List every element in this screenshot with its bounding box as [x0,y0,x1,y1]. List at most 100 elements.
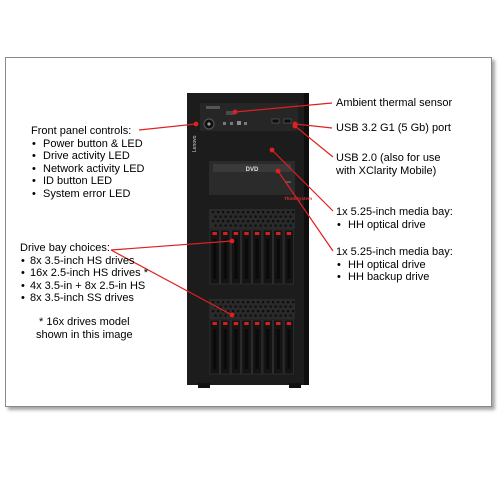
vent-hole [277,310,280,313]
vent-hole [247,211,250,214]
callout-drive-bay-item: 8x 3.5-inch HS drives [20,255,148,268]
callout-usb2: USB 2.0 (also for use with XClarity Mobi… [336,152,441,177]
server-foot-left [198,383,210,388]
vent-hole [279,215,282,218]
vent-hole [264,224,267,227]
vent-hole [284,215,287,218]
vent-hole [292,301,295,304]
brand-logo: Lenovo [192,135,198,152]
drive-tray-tab [244,232,249,235]
vent-hole [262,211,265,214]
vent-hole [232,301,235,304]
callout-media-bay-1-item: HH optical drive [336,219,453,232]
optical-eject-button[interactable] [285,181,291,183]
status-led-network [230,122,233,125]
drive-tray-tab [265,232,270,235]
vent-hole [214,314,217,317]
callout-front-panel-title: Front panel controls: [31,125,132,137]
vent-hole [227,301,230,304]
vent-hole [257,310,260,313]
drive-tray-handle [276,239,280,279]
vent-hole [244,305,247,308]
model-plate [206,106,220,109]
vent-hole [262,220,265,223]
vent-hole [219,215,222,218]
callout-front-panel: Front panel controls: Power button & LED… [31,125,144,200]
vent-hole [282,211,285,214]
vent-hole [239,314,242,317]
vent-hole [274,224,277,227]
vent-hole [267,301,270,304]
vent-hole [272,220,275,223]
vent-hole [277,301,280,304]
drive-tray-tab [265,322,270,325]
drive-tray-tab [212,232,217,235]
vent-hole [292,211,295,214]
usb2-port[interactable] [283,118,292,124]
vent-hole [234,305,237,308]
vent-hole [264,305,267,308]
vent-hole [272,211,275,214]
vent-hole [259,314,262,317]
vent-hole [212,301,215,304]
callout-drive-bay-item: 4x 3.5-in + 8x 2.5-in HS [20,280,148,293]
vent-hole [239,305,242,308]
vent-hole [239,224,242,227]
vent-hole [287,220,290,223]
vent-hole [257,211,260,214]
vent-hole [289,314,292,317]
drive-tray-handle [223,329,227,369]
callout-media-bay-2-title: 1x 5.25-inch media bay: [336,246,453,258]
vent-hole [269,305,272,308]
vent-hole [262,310,265,313]
vent-hole [274,305,277,308]
vent-hole [267,211,270,214]
drive-tray-handle [234,329,238,369]
vent-hole [224,314,227,317]
vent-hole [264,215,267,218]
drive-tray-tab [244,322,249,325]
vent-hole [277,220,280,223]
callout-drive-bay-title: Drive bay choices: [20,242,110,254]
vent-hole [277,211,280,214]
callout-front-panel-item: Power button & LED [31,138,144,151]
id-button-led[interactable] [237,121,241,125]
vent-hole [292,310,295,313]
vent-hole [234,215,237,218]
vent-hole [259,224,262,227]
vent-hole [224,215,227,218]
vent-hole [264,314,267,317]
drive-tray-tab [233,232,239,235]
vent-hole [284,224,287,227]
vent-hole [217,211,220,214]
vent-hole [232,310,235,313]
vent-hole [287,310,290,313]
vent-hole [222,211,225,214]
vent-hole [247,310,250,313]
vent-hole [229,224,232,227]
vent-hole [287,301,290,304]
drives-model-note-line1: * 16x drives model [39,316,130,328]
callout-media-bay-1-title: 1x 5.25-inch media bay: [336,206,453,218]
optical-drive [213,164,291,172]
vent-hole [274,314,277,317]
drive-tray-handle [213,239,217,279]
drives-model-note: * 16x drives model shown in this image [36,316,133,341]
vent-hole [279,305,282,308]
vent-hole [232,211,235,214]
drive-cage-lower [209,299,295,375]
drive-tray-handle [276,329,280,369]
drive-tray-tab [223,232,228,235]
status-led-drive [223,122,226,125]
vent-hole [284,314,287,317]
drive-tray-handle [287,239,291,279]
vent-hole [279,224,282,227]
vent-hole [244,215,247,218]
vent-hole [269,224,272,227]
drive-tray-tab [233,322,239,325]
usb3-port[interactable] [271,118,280,124]
vent-hole [234,314,237,317]
drive-tray-handle [266,239,270,279]
vent-hole [252,301,255,304]
system-error-led [244,122,247,125]
